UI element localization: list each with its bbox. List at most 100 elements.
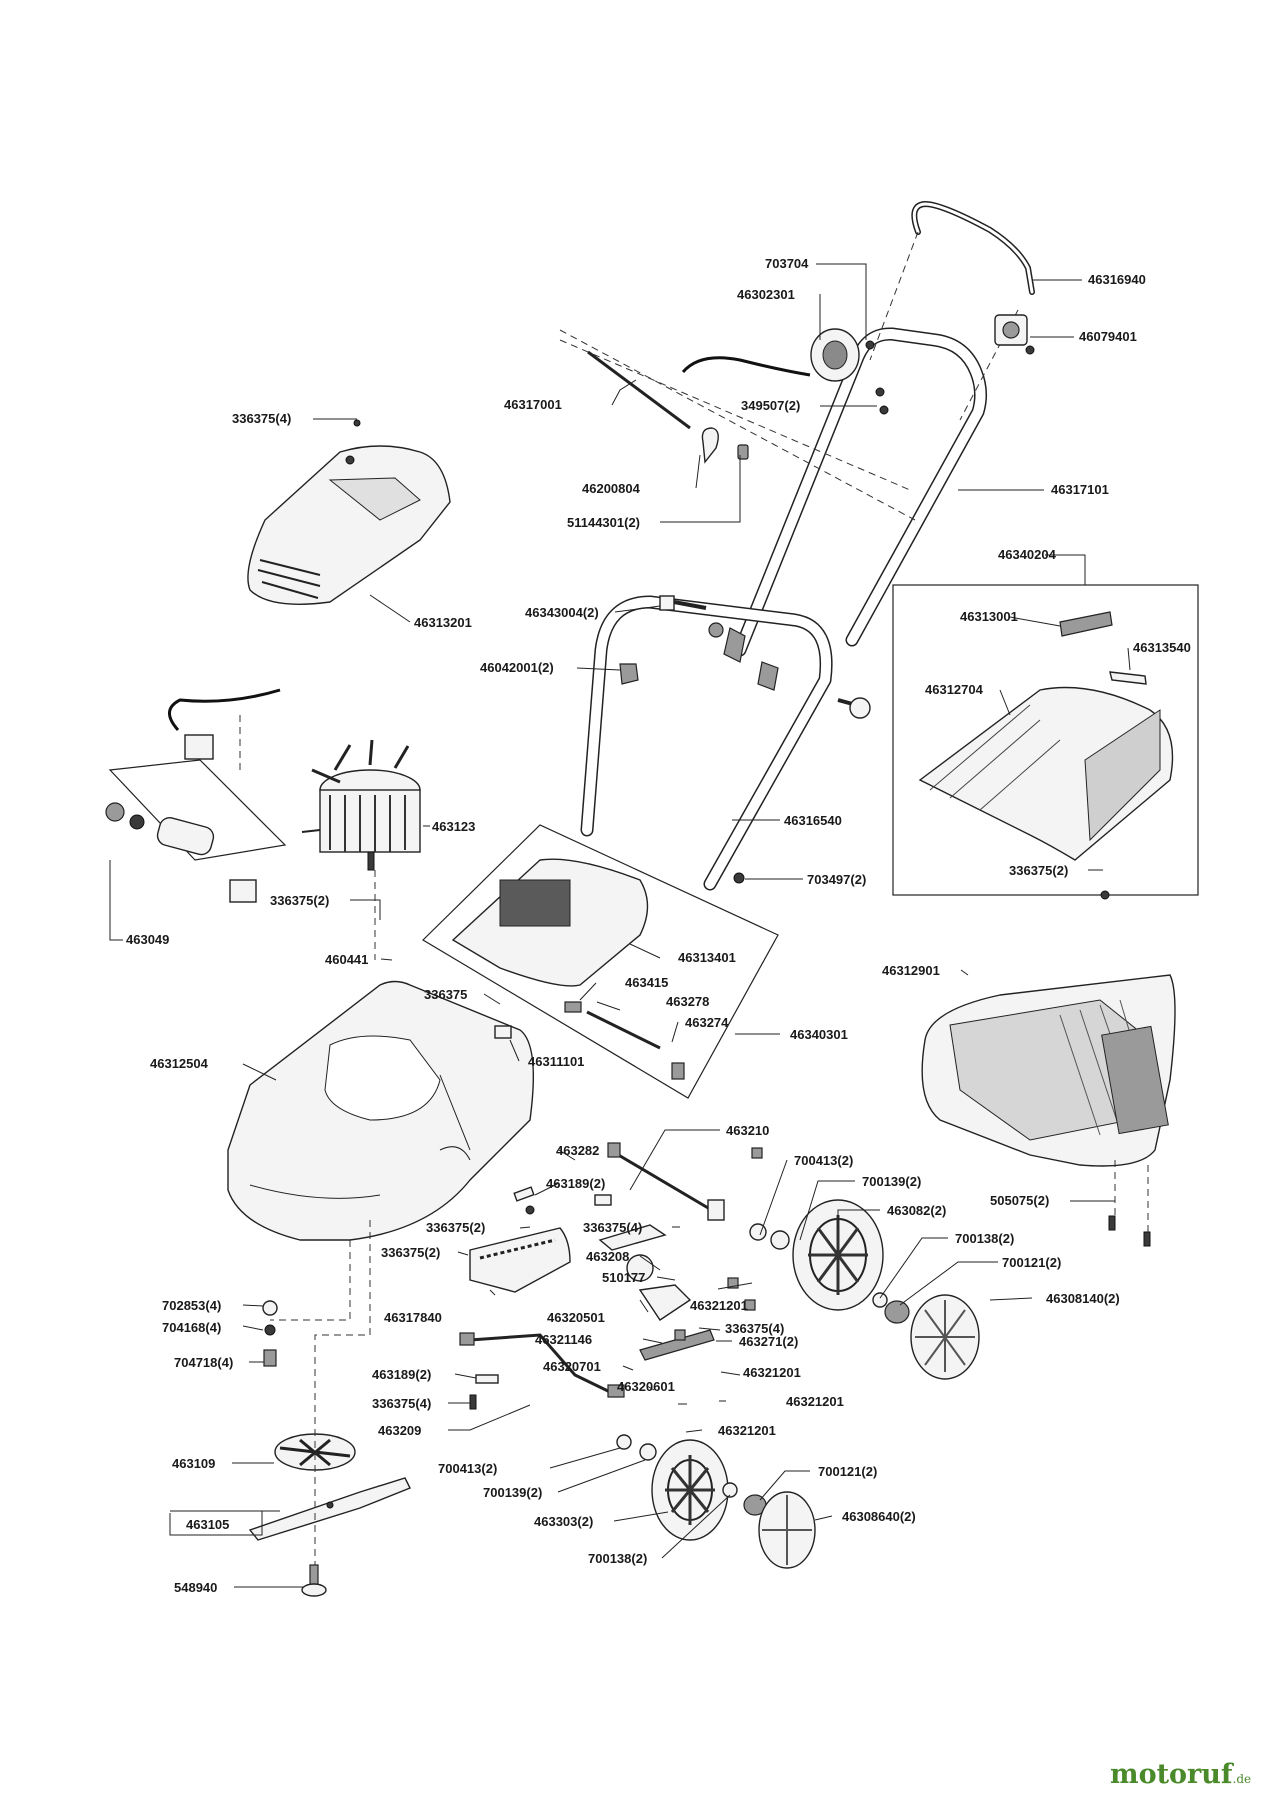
label-46321201-d: 46321201 — [718, 1423, 776, 1438]
clip-46313001 — [1059, 611, 1113, 637]
pin-bolt — [837, 697, 871, 719]
label-463105: 463105 — [186, 1517, 229, 1532]
label-336375-2-mid: 336375(2) — [426, 1220, 485, 1235]
bracket-46311101 — [494, 1025, 512, 1039]
label-46313401: 46313401 — [678, 950, 736, 965]
label-46320501: 46320501 — [547, 1310, 605, 1325]
washer-700413-low — [616, 1434, 632, 1450]
bowden-cable-46317001 — [587, 350, 691, 430]
label-46200804: 46200804 — [582, 481, 641, 496]
washer-704168 — [264, 1324, 276, 1336]
screw-505075-b — [1143, 1231, 1151, 1247]
label-46321201-b: 46321201 — [743, 1365, 801, 1380]
label-700139-2-low: 700139(2) — [483, 1485, 542, 1500]
upper-handle-46317101 — [733, 327, 988, 657]
label-704168-4: 704168(4) — [162, 1320, 221, 1335]
dashed-guide — [559, 339, 911, 491]
screw-336375 — [525, 1205, 535, 1215]
label-463109: 463109 — [172, 1456, 215, 1471]
label-336375-4-bottom: 336375(4) — [372, 1396, 431, 1411]
rear-axle-463209 — [459, 1332, 625, 1398]
label-46317840: 46317840 — [384, 1310, 442, 1325]
label-46313001: 46313001 — [960, 609, 1018, 624]
rail-46320601 — [639, 1329, 715, 1361]
lower-handle-46316540 — [580, 595, 833, 891]
motoruf-logo[interactable]: motoruf.de — [1110, 1759, 1251, 1790]
label-336375-2-low: 336375(2) — [381, 1245, 440, 1260]
pin-463189-low — [475, 1374, 499, 1384]
label-46308640-2: 46308640(2) — [842, 1509, 916, 1524]
fan-463109 — [274, 1433, 356, 1471]
label-336375-4-top: 336375(4) — [232, 411, 291, 426]
dashed-guide — [869, 231, 919, 361]
screw-703497 — [733, 872, 745, 884]
label-46320701: 46320701 — [543, 1359, 601, 1374]
label-700121-2-top: 700121(2) — [1002, 1255, 1061, 1270]
label-463210: 463210 — [726, 1123, 769, 1138]
label-703497-2: 703497(2) — [807, 872, 866, 887]
rod-463278 — [586, 1010, 661, 1050]
label-46321146: 46321146 — [535, 1332, 592, 1347]
label-336375-4-mid: 336375(4) — [583, 1220, 642, 1235]
label-46320601: 46320601 — [617, 1379, 675, 1394]
label-460441: 460441 — [325, 952, 368, 967]
label-336375-2-motor: 336375(2) — [270, 893, 329, 908]
switch-box-46302301 — [810, 328, 889, 415]
label-46340301: 46340301 — [790, 1027, 848, 1042]
label-46079401: 46079401 — [1079, 329, 1137, 344]
spring-463274 — [671, 1062, 685, 1080]
axle-463210 — [594, 1142, 725, 1221]
grass-box-lid-46312704 — [918, 686, 1174, 900]
adjuster-46320701 — [638, 1284, 692, 1321]
knob-46321146 — [626, 1254, 654, 1282]
label-463303-2: 463303(2) — [534, 1514, 593, 1529]
label-463082-2: 463082(2) — [887, 1203, 946, 1218]
strip-46313540 — [1109, 671, 1147, 685]
label-46313540: 46313540 — [1133, 640, 1191, 655]
bushing-46321201 — [674, 1329, 686, 1341]
label-46321201-c: 46321201 — [786, 1394, 844, 1409]
label-51144301-2: 51144301(2) — [567, 515, 640, 530]
motor-463123 — [301, 739, 421, 871]
wing-knob — [723, 627, 779, 691]
wheel-463303 — [651, 1439, 729, 1541]
label-463208: 463208 — [586, 1249, 629, 1264]
label-46302301: 46302301 — [737, 287, 795, 302]
label-505075-2: 505075(2) — [990, 1193, 1049, 1208]
label-463415: 463415 — [625, 975, 668, 990]
label-46343004-2: 46343004(2) — [525, 605, 599, 620]
label-702853-4: 702853(4) — [162, 1298, 221, 1313]
label-700138-2-top: 700138(2) — [955, 1231, 1014, 1246]
logo-suffix-text: .de — [1232, 1772, 1252, 1786]
label-46312901: 46312901 — [882, 963, 940, 978]
label-46312504: 46312504 — [150, 1056, 209, 1071]
label-704718-4: 704718(4) — [174, 1355, 233, 1370]
label-463271-2: 463271(2) — [739, 1334, 798, 1349]
label-463049: 463049 — [126, 932, 169, 947]
label-46312704: 46312704 — [925, 682, 984, 697]
label-463278: 463278 — [666, 994, 709, 1009]
label-46316940: 46316940 — [1088, 272, 1146, 287]
label-700121-2-low: 700121(2) — [818, 1464, 877, 1479]
label-46313201: 46313201 — [414, 615, 472, 630]
label-46317001: 46317001 — [504, 397, 562, 412]
grass-box-46312901 — [921, 974, 1176, 1167]
label-46042001-2: 46042001(2) — [480, 660, 554, 675]
hubcap-46308640 — [758, 1491, 816, 1569]
nut-700121 — [884, 1300, 910, 1324]
label-46316540: 46316540 — [784, 813, 842, 828]
label-548940: 548940 — [174, 1580, 217, 1595]
label-463189-2-low: 463189(2) — [372, 1367, 431, 1382]
label-700413-2-top: 700413(2) — [794, 1153, 853, 1168]
label-700138-2-low: 700138(2) — [588, 1551, 647, 1566]
logo-main-text: motoruf — [1110, 1759, 1233, 1790]
washer-702853 — [262, 1300, 278, 1316]
washer-700139-low — [639, 1443, 657, 1461]
blade-bolt-548940 — [301, 1564, 327, 1597]
wheel-463082 — [792, 1199, 884, 1311]
label-463209: 463209 — [378, 1423, 421, 1438]
part-number-labels: 703704 46316940 46302301 46079401 336375… — [126, 256, 1191, 1595]
lever-46320501 — [598, 1224, 667, 1251]
label-349507-2: 349507(2) — [741, 398, 800, 413]
power-cable — [168, 688, 281, 732]
